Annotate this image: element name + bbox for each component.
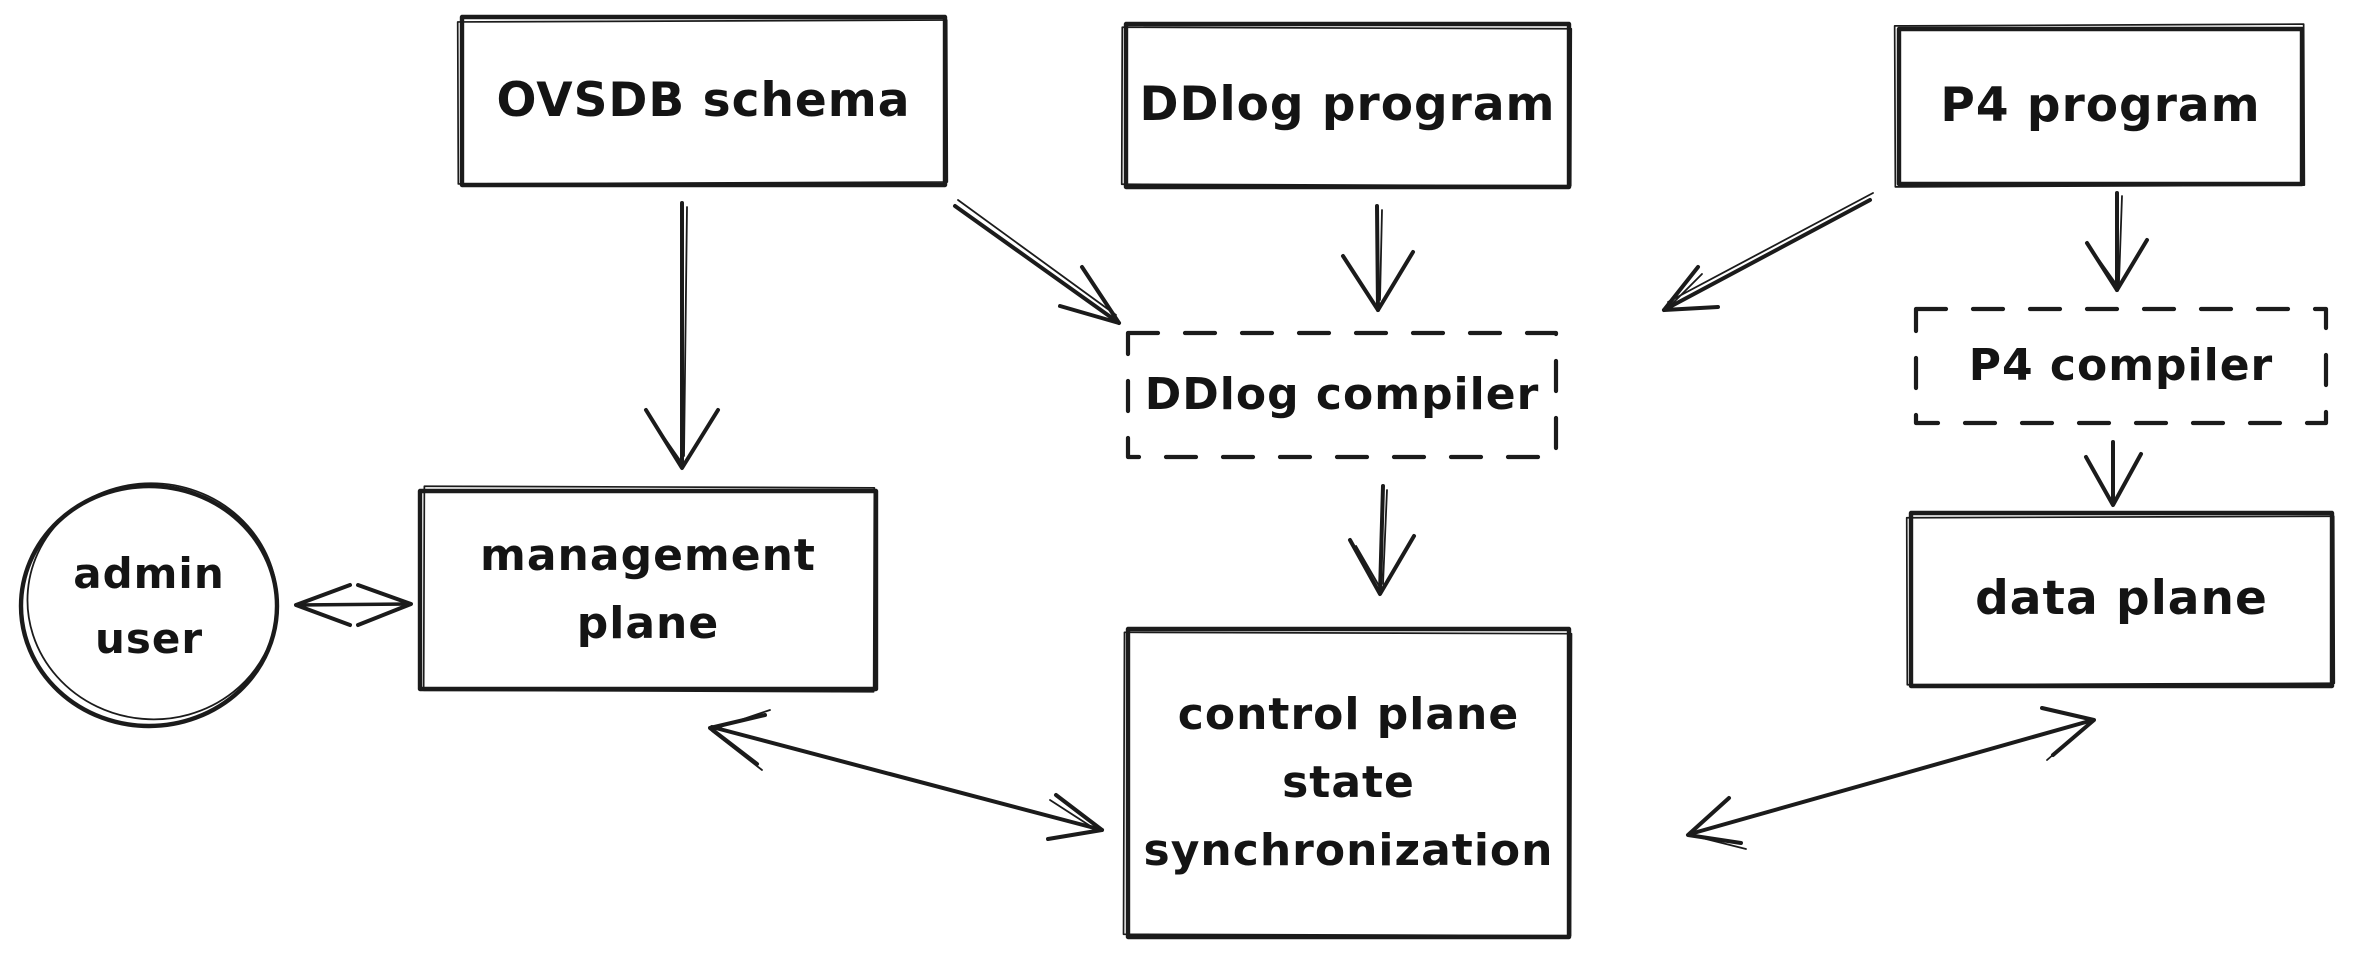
node-ddlog-program-box xyxy=(1120,21,1573,190)
double-arrow-admin-user-management-plane xyxy=(294,583,413,627)
arrow-ddlog-compiler-to-control-plane xyxy=(1348,484,1416,596)
node-admin-user-circle xyxy=(18,482,280,729)
double-arrow-data-plane-control-plane xyxy=(1686,706,2096,850)
node-p4-program-box xyxy=(1893,23,2306,188)
arrow-p4-compiler-to-data-plane xyxy=(2084,440,2143,507)
node-ddlog-compiler-box xyxy=(1125,330,1559,460)
arrow-ovsdb-schema-to-ddlog-compiler xyxy=(953,199,1121,325)
arrow-ovsdb-schema-to-management-plane xyxy=(644,201,720,470)
arrow-p4-program-to-ddlog-compiler xyxy=(1662,192,1874,312)
node-p4-compiler-box xyxy=(1913,306,2329,426)
arrow-ddlog-program-to-ddlog-compiler xyxy=(1341,204,1415,312)
double-arrow-management-plane-control-plane xyxy=(708,709,1104,841)
arrow-p4-program-to-p4-compiler xyxy=(2085,191,2149,292)
node-ovsdb-schema-box xyxy=(456,14,949,188)
node-control-plane-sync-box xyxy=(1122,626,1573,940)
node-data-plane-box xyxy=(1905,510,2336,689)
node-management-plane-box xyxy=(417,485,879,693)
